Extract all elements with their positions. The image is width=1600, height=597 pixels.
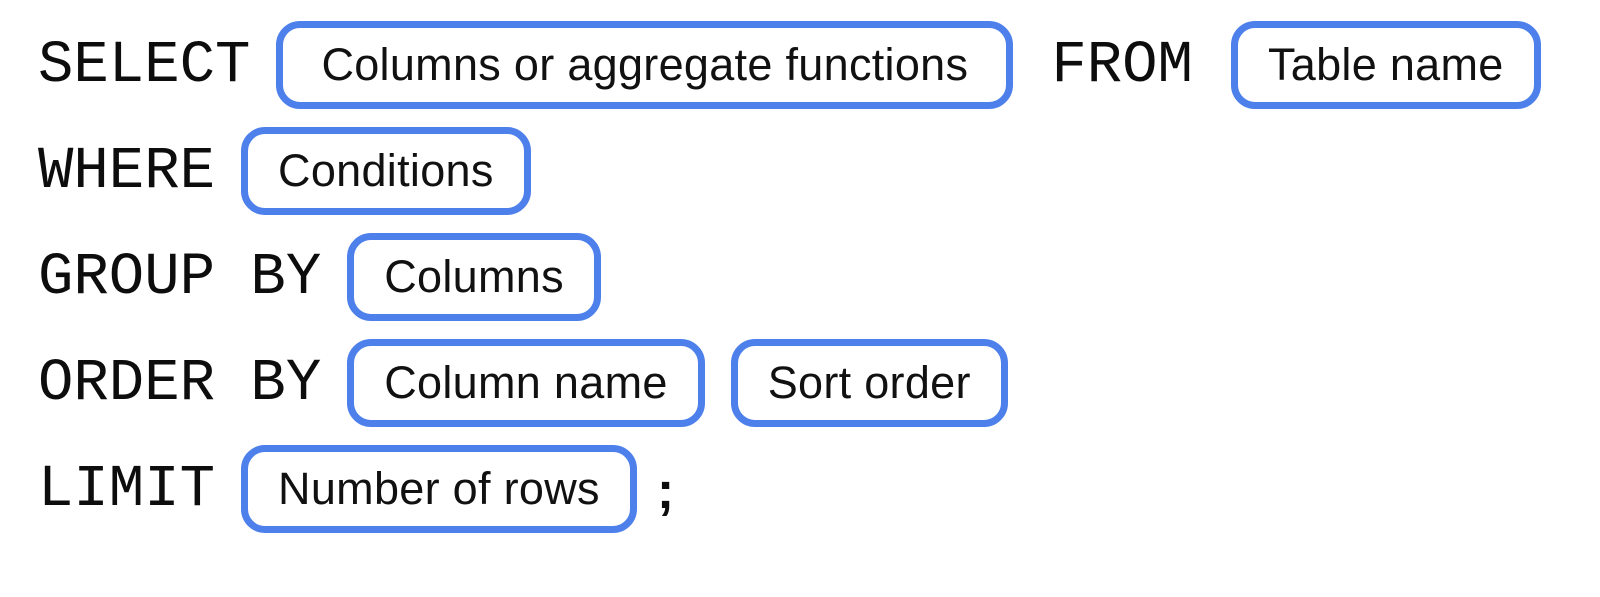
pill-select-columns: Columns or aggregate functions — [276, 21, 1014, 109]
pill-conditions: Conditions — [241, 127, 531, 215]
syntax-row-order-by: ORDER BY Column name Sort order — [38, 339, 1600, 427]
keyword-select: SELECT — [38, 31, 251, 99]
semicolon-terminator: ; — [656, 462, 675, 520]
pill-limit-rows: Number of rows — [241, 445, 637, 533]
keyword-group-by: GROUP BY — [38, 243, 322, 311]
keyword-limit: LIMIT — [38, 455, 216, 523]
pill-table-name: Table name — [1230, 21, 1541, 109]
syntax-row-where: WHERE Conditions — [38, 127, 1600, 215]
sql-syntax-diagram: SELECT Columns or aggregate functions FR… — [38, 21, 1600, 533]
pill-sort-order: Sort order — [730, 339, 1008, 427]
keyword-order-by: ORDER BY — [38, 349, 322, 417]
pill-column-name: Column name — [347, 339, 705, 427]
syntax-row-group-by: GROUP BY Columns — [38, 233, 1600, 321]
pill-group-by-columns: Columns — [347, 233, 601, 321]
syntax-row-select: SELECT Columns or aggregate functions FR… — [38, 21, 1600, 109]
syntax-row-limit: LIMIT Number of rows ; — [38, 445, 1600, 533]
keyword-from: FROM — [1051, 31, 1193, 99]
keyword-where: WHERE — [38, 137, 216, 205]
